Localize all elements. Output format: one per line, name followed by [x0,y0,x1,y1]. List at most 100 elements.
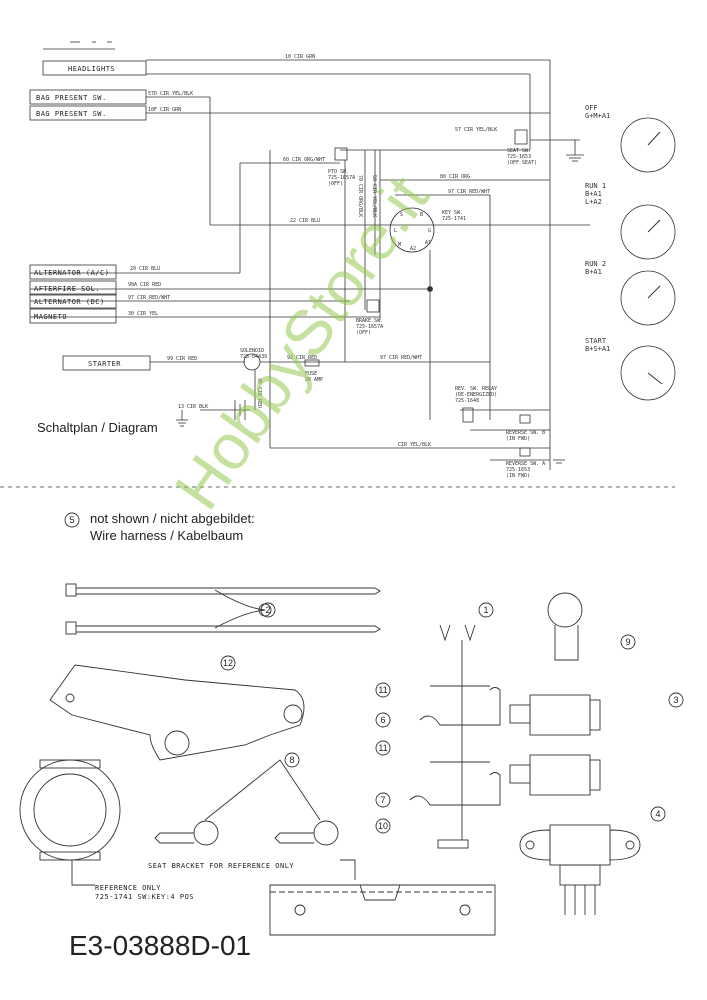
wire-label: CIR YEL/BLK [398,442,431,448]
wire-label: 92 CIR RED [287,355,317,361]
svg-text:3: 3 [673,695,678,705]
svg-text:1: 1 [483,605,488,615]
wire-label: 57 CIR YEL/BLK [455,127,497,133]
svg-text:10: 10 [378,821,388,831]
note-line-2: Wire harness / Kabelbaum [90,528,244,543]
solenoid-label: SOLENOID 725-04439 [240,348,267,360]
headlights-label: HEADLIGHTS [68,65,115,73]
svg-text:SEAT SW.: SEAT SW. [507,148,531,154]
svg-text:A2: A2 [410,246,416,252]
fuse-label: FUSE 20 AMP [305,371,323,383]
reference-label: REFERENCE ONLY [95,884,161,892]
svg-text:OFF: OFF [585,104,598,112]
relay-label: REV. SW. RELAY (DE-ENERGIZED) 725-1648 [455,386,497,404]
note-line-1: not shown / nicht abgebildet: [90,511,255,526]
svg-text:SOLENOID: SOLENOID [240,348,264,354]
svg-text:11: 11 [378,743,387,753]
svg-text:REVERSE SW. B: REVERSE SW. B [506,430,545,436]
alternator-dc-label: ALTERNATOR (DC) [34,298,105,306]
key-state-off: OFF G+M+A1 [585,104,610,120]
part-callouts: 1 2 3 4 6 7 8 9 10 11 11 12 5 [69,515,678,831]
svg-text:725-1657A: 725-1657A [356,324,383,330]
svg-text:BRAKE SW.: BRAKE SW. [356,318,383,324]
svg-text:S: S [400,212,403,218]
wire-label: 99 CIR RED [167,356,197,362]
svg-text:20 AMP: 20 AMP [305,377,323,383]
svg-text:G+M+A1: G+M+A1 [585,112,610,120]
svg-text:4: 4 [655,809,660,819]
afterfire-label: AFTERFIRE SOL. [34,285,100,293]
svg-text:(OFF): (OFF) [328,181,343,187]
key-terminals: S B L G M A1 A2 [394,212,431,252]
key-state-run2: RUN 2 B+A1 [585,260,606,276]
svg-text:B+A1: B+A1 [585,268,602,276]
not-shown-note: not shown / nicht abgebildet: Wire harne… [90,510,255,544]
reverse-switch-b-label: REVERSE SW. B (IN FWD) [506,430,545,442]
wire-label: 50 CIR YEL/BLK [371,175,377,217]
wire-label: 10F CIR GRN [148,107,181,113]
wire-label: 70 CIR ORG/BLK [357,175,363,217]
svg-text:725-1648: 725-1648 [455,398,479,404]
reverse-switch-a-label: REVERSE SW. A 725-1653 (IN FWD) [506,461,545,479]
wire-label: 97 CIR RED/WHT [128,295,170,301]
brake-switch-label: BRAKE SW. 725-1657A (OFF) [356,318,383,336]
svg-text:REV. SW. RELAY: REV. SW. RELAY [455,386,497,392]
svg-text:START: START [585,337,607,345]
alternator-ac-label: ALTERNATOR (A/C) [34,269,109,277]
wire-label: 57D CIR YEL/BLK [148,91,193,97]
figure-code: E3-03888D-01 [69,930,252,961]
svg-text:8: 8 [289,755,294,765]
wire-label: 13 CIR BLK [178,404,208,410]
starter-label: STARTER [88,360,121,368]
svg-text:(OFF SEAT): (OFF SEAT) [507,160,537,166]
svg-text:725-04439: 725-04439 [240,354,267,360]
bag-switch-label-2: BAG PRESENT SW. [36,110,107,118]
wire-label: 22 CIR BLU [290,218,320,224]
svg-text:(DE-ENERGIZED): (DE-ENERGIZED) [455,392,497,398]
wire-label: 20 CIR BLU [130,266,160,272]
seat-bracket-label: SEAT BRACKET FOR REFERENCE ONLY [148,862,294,870]
bag-switch-label-1: BAG PRESENT SW. [36,94,107,102]
svg-text:B: B [420,212,423,218]
svg-text:725-1653: 725-1653 [506,467,530,473]
svg-text:A1: A1 [425,240,431,246]
wire-label: 90A CIR RED [128,282,161,288]
svg-text:6: 6 [380,715,385,725]
key-switch-label: KEY SW. 725-1741 [442,210,466,222]
magneto-label: MAGNETO [34,313,67,321]
svg-text:(IN FWD): (IN FWD) [506,436,530,442]
svg-text:RUN 2: RUN 2 [585,260,606,268]
key-state-run1: RUN 1 B+A1 L+A2 [585,182,606,206]
svg-text:725-1741: 725-1741 [442,216,466,222]
svg-text:REVERSE SW. A: REVERSE SW. A [506,461,545,467]
svg-text:5: 5 [69,515,74,525]
svg-text:7: 7 [380,795,385,805]
svg-text:PTO SW.: PTO SW. [328,169,349,175]
pto-switch-label: PTO SW. 725-1657A (OFF) [328,169,355,187]
wire-label: 97 CIR RED/WHT [448,189,490,195]
headlights-box [42,60,147,76]
svg-text:RUN 1: RUN 1 [585,182,606,190]
svg-text:725-1657A: 725-1657A [328,175,355,181]
wire-label: 80 CIR ORG [440,174,470,180]
wire-label: 95 CIR RED [256,378,262,408]
svg-text:725-1653: 725-1653 [507,154,531,160]
svg-text:(OFF): (OFF) [356,330,371,336]
diagram-caption: Schaltplan / Diagram [37,420,158,435]
seat-switch-label: SEAT SW. 725-1653 (OFF SEAT) [507,148,537,166]
wire-label: 60 CIR ORG/WHT [283,157,325,163]
wire-label: 97 CIR RED/WHT [380,355,422,361]
svg-text:G: G [428,228,431,234]
svg-text:L: L [394,228,397,234]
svg-text:(IN FWD): (IN FWD) [506,473,530,479]
svg-text:L+A2: L+A2 [585,198,602,206]
svg-text:9: 9 [625,637,630,647]
key-state-start: START B+S+A1 [585,337,610,353]
svg-text:B+A1: B+A1 [585,190,602,198]
svg-text:12: 12 [223,658,233,668]
svg-text:FUSE: FUSE [305,371,317,377]
svg-text:11: 11 [378,685,387,695]
svg-text:B+S+A1: B+S+A1 [585,345,610,353]
wire-label: 30 CIR YEL [128,311,158,317]
